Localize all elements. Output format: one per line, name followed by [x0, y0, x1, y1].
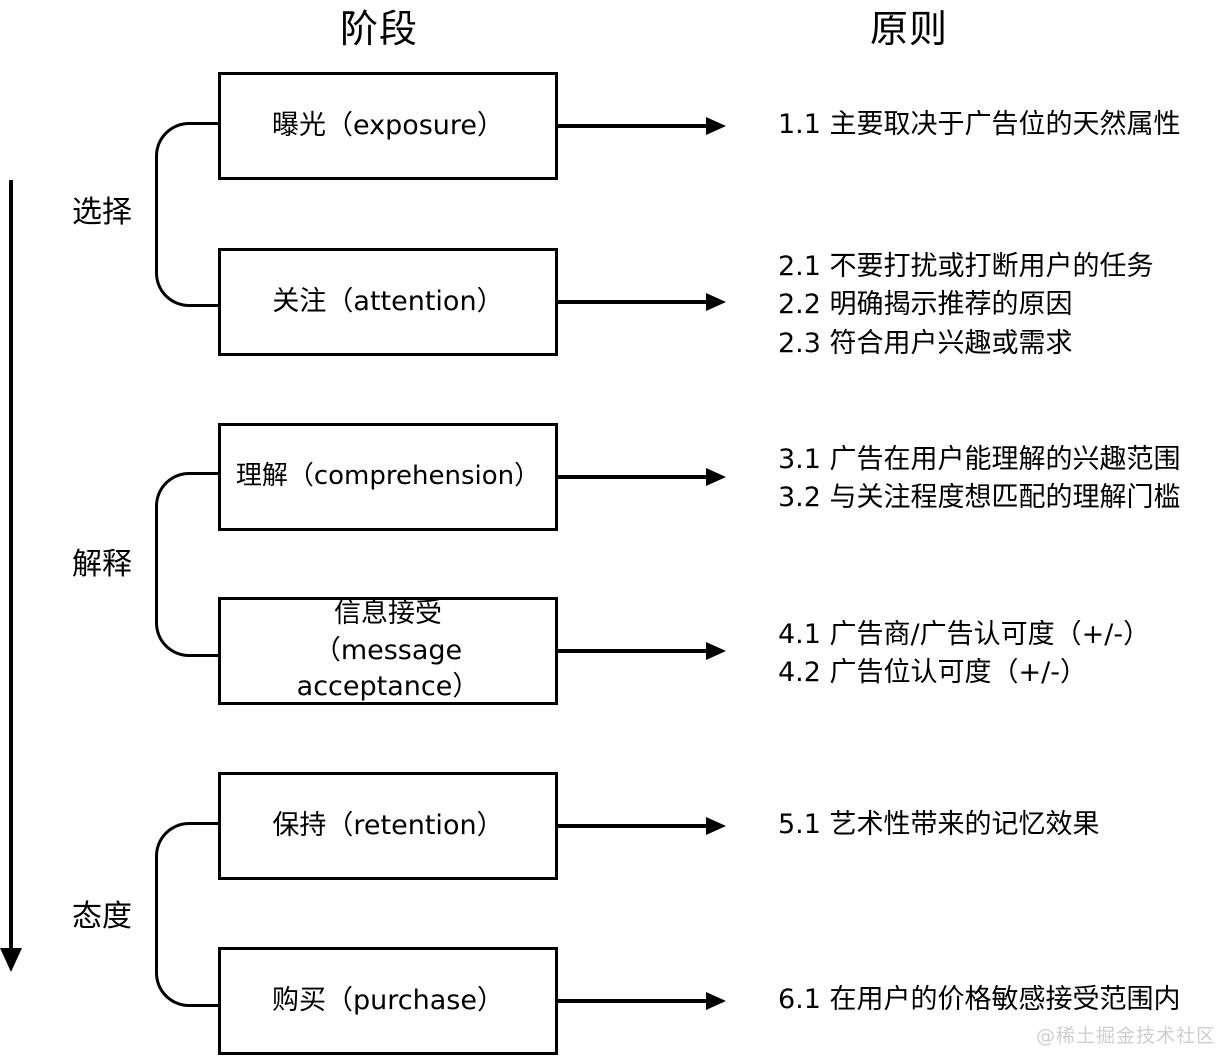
watermark: @稀土掘金技术社区 [1035, 1025, 1216, 1047]
connector-arrow-comprehension-icon [558, 467, 726, 487]
principle-group-6: 6.1 在用户的价格敏感接受范围内 [778, 981, 1226, 1019]
column-header-stage: 阶段 [340, 7, 419, 51]
principle-line: 2.2 明确揭示推荐的原因 [778, 289, 1073, 321]
flow-arrow-shaft [9, 180, 13, 952]
principle-group-2: 2.1 不要打扰或打断用户的任务 2.2 明确揭示推荐的原因 2.3 符合用户兴… [778, 248, 1226, 363]
connector-arrow-exposure-icon [558, 116, 726, 136]
stage-box-exposure: 曝光（exposure） [218, 72, 558, 180]
principle-line: 2.1 不要打扰或打断用户的任务 [778, 251, 1154, 282]
connector-arrow-retention-icon [558, 816, 726, 836]
connector-head [706, 642, 726, 660]
connector-arrow-attention-icon [558, 292, 726, 312]
principle-line: 4.1 广告商/广告认可度（+/-） [778, 619, 1151, 650]
principle-line: 5.1 艺术性带来的记忆效果 [778, 809, 1100, 840]
principle-line: 2.3 符合用户兴趣或需求 [778, 327, 1073, 359]
stage-box-retention-label: 保持（retention） [272, 809, 504, 841]
phase-label-selection: 选择 [72, 195, 132, 230]
stage-box-message-acceptance-label: 信息接受 （message acceptance） [221, 596, 555, 705]
stage-box-exposure-label: 曝光（exposure） [271, 109, 505, 141]
stage-box-attention-label: 关注（attention） [272, 285, 504, 317]
connector-head [706, 468, 726, 486]
connector-head [706, 293, 726, 311]
connector-head [706, 117, 726, 135]
stage-box-comprehension: 理解（comprehension） [218, 423, 558, 531]
principle-line: 3.2 与关注程度想匹配的理解门槛 [778, 482, 1181, 514]
stage-box-purchase: 购买（purchase） [218, 947, 558, 1055]
stage-box-message-acceptance-line2: （message acceptance） [296, 634, 480, 703]
principle-group-1: 1.1 主要取决于广告位的天然属性 [778, 106, 1226, 144]
phase-label-interpretation: 解释 [72, 547, 132, 582]
principle-line: 6.1 在用户的价格敏感接受范围内 [778, 984, 1181, 1015]
group-bracket-selection [155, 122, 219, 307]
connector-head [706, 817, 726, 835]
flow-direction-arrow-icon [0, 180, 24, 980]
principle-line: 1.1 主要取决于广告位的天然属性 [778, 109, 1181, 140]
column-header-principle: 原则 [870, 7, 949, 51]
principle-line: 4.2 广告位认可度（+/-） [778, 657, 1087, 689]
group-bracket-attitude [155, 822, 219, 1007]
connector-shaft [558, 300, 708, 304]
stage-box-comprehension-label: 理解（comprehension） [235, 461, 541, 492]
connector-head [706, 992, 726, 1010]
principle-line: 3.1 广告在用户能理解的兴趣范围 [778, 444, 1181, 475]
flow-arrow-head [0, 948, 22, 972]
connector-shaft [558, 649, 708, 653]
connector-shaft [558, 475, 708, 479]
principle-group-5: 5.1 艺术性带来的记忆效果 [778, 806, 1226, 844]
stage-box-message-acceptance-line1: 信息接受 [334, 598, 442, 630]
connector-shaft [558, 824, 708, 828]
stage-box-message-acceptance: 信息接受 （message acceptance） [218, 597, 558, 705]
group-bracket-interpretation [155, 472, 219, 657]
connector-arrow-message-acceptance-icon [558, 641, 726, 661]
connector-shaft [558, 124, 708, 128]
connector-shaft [558, 999, 708, 1003]
phase-label-attitude: 态度 [72, 899, 132, 934]
principle-group-4: 4.1 广告商/广告认可度（+/-） 4.2 广告位认可度（+/-） [778, 616, 1226, 693]
stage-box-attention: 关注（attention） [218, 248, 558, 356]
stage-box-purchase-label: 购买（purchase） [272, 984, 504, 1016]
principle-group-3: 3.1 广告在用户能理解的兴趣范围 3.2 与关注程度想匹配的理解门槛 [778, 441, 1226, 518]
stage-box-retention: 保持（retention） [218, 772, 558, 880]
connector-arrow-purchase-icon [558, 991, 726, 1011]
